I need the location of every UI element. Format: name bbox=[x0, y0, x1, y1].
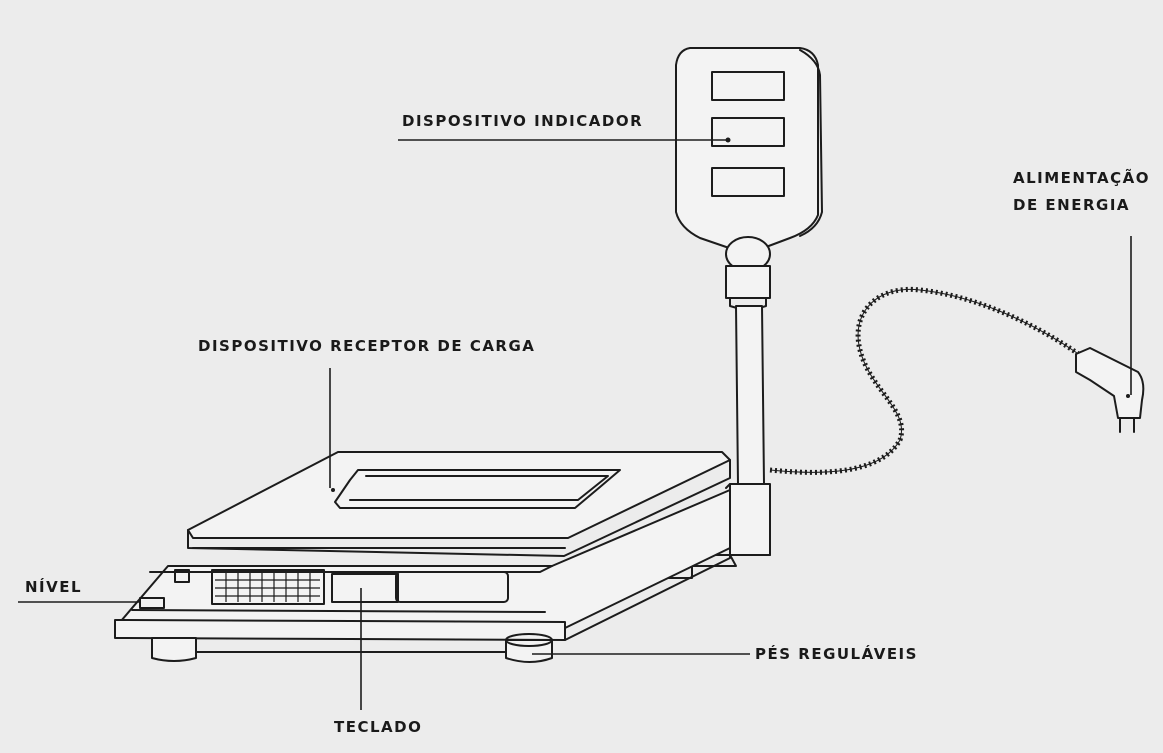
label-teclado: TECLADO bbox=[334, 718, 423, 736]
load-platform bbox=[187, 451, 731, 557]
leader-lines bbox=[18, 137, 1132, 710]
label-de-energia: DE ENERGIA bbox=[1013, 196, 1131, 214]
label-nivel: NÍVEL bbox=[25, 578, 83, 596]
display-window-2 bbox=[711, 117, 785, 147]
label-dispositivo-indicador: DISPOSITIVO INDICADOR bbox=[402, 112, 644, 130]
scale-base bbox=[114, 489, 731, 663]
display-head bbox=[675, 47, 823, 251]
power-cable bbox=[769, 286, 1145, 475]
label-pes-regulaveis: PÉS REGULÁVEIS bbox=[755, 645, 918, 663]
display-window-3 bbox=[711, 167, 785, 197]
platform-inner-recess bbox=[334, 469, 621, 509]
display-window-1 bbox=[711, 71, 785, 101]
power-plug bbox=[1075, 347, 1145, 419]
label-alimentacao: ALIMENTAÇÃO bbox=[1013, 169, 1151, 187]
label-dispositivo-receptor: DISPOSITIVO RECEPTOR DE CARGA bbox=[198, 337, 536, 355]
keypad-area bbox=[211, 569, 325, 605]
level-bubble bbox=[139, 597, 165, 609]
